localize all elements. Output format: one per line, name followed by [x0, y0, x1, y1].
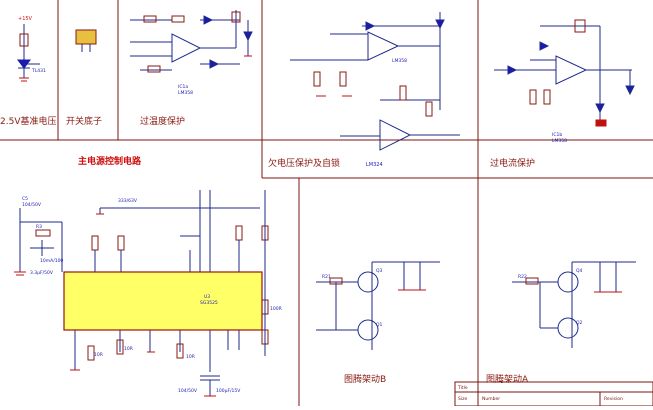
c15-value: 104/50V: [178, 388, 198, 394]
section-title-drive-a: 图腾架动A: [486, 373, 529, 385]
switch-label: 开关底子: [66, 115, 102, 127]
switch-connector: [75, 29, 97, 52]
r3-ref: R3: [36, 224, 42, 230]
drive-a-q2: Q2: [576, 320, 583, 326]
drive-a-circuit: [512, 261, 636, 348]
title-block-title: Title: [457, 385, 468, 391]
u3-ic-body: [63, 271, 263, 331]
c5-ref: C5: [22, 196, 28, 202]
section-title-vbase: 2.5V基准电压: [0, 115, 56, 127]
d1-ref: 10mA/100: [40, 258, 63, 264]
section-title-drive-b: 图腾架动B: [344, 373, 386, 385]
vref-circuit: [17, 24, 40, 82]
r14-ref: 10R: [124, 346, 133, 352]
c5-value: 104/50V: [22, 202, 42, 208]
section-title-undervolt: 欠电压保护及自锁: [268, 157, 340, 169]
drive-b-r21: R21: [322, 274, 331, 280]
undervolt-circuit: [290, 12, 460, 151]
drive-a-q4: Q4: [576, 268, 583, 274]
undervolt-ic-ref: LM358: [392, 58, 407, 64]
d2-ref: 3.3μF/50V: [30, 270, 54, 276]
r16-ref: 10R: [94, 352, 103, 358]
title-block-size: Size: [458, 396, 467, 402]
drive-b-q1: Q1: [376, 322, 383, 328]
overtemp-ic-ref: IC1a: [178, 84, 188, 90]
overtemp-ic-part: LM358: [178, 90, 193, 96]
drive-b-q3: Q3: [376, 268, 383, 274]
overcurrent-ic-part: LM358: [552, 138, 567, 144]
main-circuit-wiring: [14, 190, 269, 397]
title-block-revision: Revision: [604, 396, 623, 402]
r17-ref: 10R: [186, 354, 195, 360]
c7-value: 333/63V: [118, 198, 138, 204]
title-block-number: Number: [482, 396, 500, 402]
r11-ref: 100R: [270, 306, 282, 312]
undervolt-ic-label: LM324: [366, 162, 383, 168]
u3-ic-part: SG3525: [200, 300, 218, 306]
vref-part-label: TL431: [31, 68, 46, 74]
c16-value: 100μF/15V: [216, 388, 241, 394]
u3-ic-ref: U3: [204, 294, 210, 300]
overcurrent-ic-ref: IC1b: [552, 132, 562, 138]
drive-a-r22: R22: [518, 274, 527, 280]
overcurrent-circuit: [494, 19, 635, 127]
vref-power-label: +15V: [18, 16, 33, 22]
overtemp-circuit: [130, 10, 253, 73]
section-title-overcurrent: 过电流保护: [490, 157, 535, 169]
section-title-main: 主电源控制电路: [78, 155, 142, 167]
drive-b-circuit: [316, 261, 440, 350]
section-title-overtemp: 过温度保护: [140, 115, 185, 127]
